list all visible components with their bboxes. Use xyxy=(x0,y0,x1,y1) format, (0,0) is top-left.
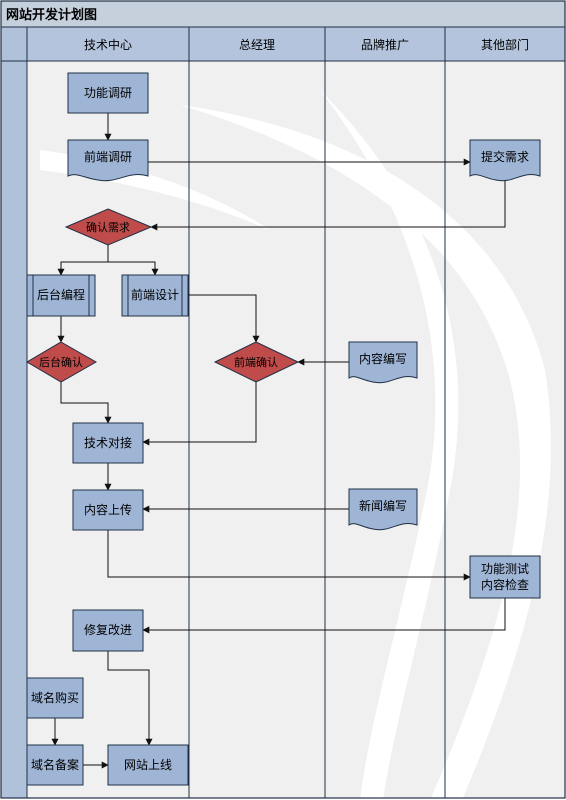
lane-label-tech: 技术中心 xyxy=(84,37,132,52)
node-label: 后台编程 xyxy=(37,287,85,302)
edge-confirm-requirements-to-backend-coding xyxy=(57,245,109,276)
node-content-upload[interactable]: 内容上传 xyxy=(72,489,144,531)
edge-content-upload-to-func-test xyxy=(107,530,471,581)
node-label: 域名购买 xyxy=(31,690,79,705)
lane-headers: 技术中心 总经理 品牌推广 其他部门 xyxy=(26,26,566,62)
lane-dividers xyxy=(1,26,565,798)
node-label: 内容上传 xyxy=(84,502,132,517)
node-backend-confirm[interactable]: 后台确认 xyxy=(26,341,98,383)
connectors xyxy=(51,113,506,769)
node-label-line2: 内容检查 xyxy=(481,577,529,592)
node-label: 确认需求 xyxy=(86,221,130,234)
node-tech-integration[interactable]: 技术对接 xyxy=(72,422,144,464)
flow-nodes: 功能调研 前端调研 提交需求 确认需求 后台编程 xyxy=(26,72,541,786)
node-label: 功能调研 xyxy=(84,86,132,100)
edge-backend-confirm-to-tech-integration xyxy=(60,382,112,424)
lane-header-brand xyxy=(324,26,446,62)
edge-frontend-design-to-frontend-confirm xyxy=(188,294,260,343)
node-label: 前端设计 xyxy=(131,287,179,302)
lane-label-gm: 总经理 xyxy=(239,38,275,52)
node-confirm-requirements[interactable]: 确认需求 xyxy=(64,208,153,246)
node-fix-improve[interactable]: 修复改进 xyxy=(72,609,144,652)
node-frontend-confirm[interactable]: 前端确认 xyxy=(213,341,300,383)
node-label: 前端确认 xyxy=(234,355,278,369)
node-news-writing[interactable]: 新闻编写 xyxy=(348,488,418,531)
lane-label-other: 其他部门 xyxy=(481,37,529,52)
node-label: 域名备案 xyxy=(31,757,79,772)
edge-fix-improve-to-site-launch xyxy=(107,651,153,746)
node-site-launch[interactable]: 网站上线 xyxy=(107,744,189,786)
node-backend-coding[interactable]: 后台编程 xyxy=(26,274,96,317)
node-func-test[interactable]: 功能测试 内容检查 xyxy=(469,555,541,599)
node-submit-requirements[interactable]: 提交需求 xyxy=(469,139,541,182)
node-frontend-research[interactable]: 前端调研 xyxy=(67,139,149,182)
node-label: 提交需求 xyxy=(481,149,529,164)
node-domain-purchase[interactable]: 域名购买 xyxy=(26,677,84,719)
edge-func-test-to-fix-improve xyxy=(142,598,506,634)
lane-label-brand: 品牌推广 xyxy=(361,38,409,52)
node-label: 修复改进 xyxy=(84,622,132,637)
diagram-title: 网站开发计划图 xyxy=(6,7,97,23)
node-frontend-design[interactable]: 前端设计 xyxy=(121,274,189,317)
node-func-research[interactable]: 功能调研 xyxy=(67,72,149,114)
lane-header-gm xyxy=(188,26,326,62)
node-label-line1: 功能测试 xyxy=(481,561,529,576)
left-pool-strip xyxy=(1,27,27,798)
node-domain-filing[interactable]: 域名备案 xyxy=(26,744,84,786)
node-content-writing[interactable]: 内容编写 xyxy=(348,341,418,384)
edge-submit-requirements-to-confirm-requirements xyxy=(150,180,506,231)
node-label: 新闻编写 xyxy=(359,498,407,513)
node-label: 后台确认 xyxy=(39,355,83,369)
edge-frontend-confirm-to-tech-integration xyxy=(142,382,257,446)
node-label: 前端调研 xyxy=(84,149,132,164)
node-label: 网站上线 xyxy=(124,758,172,772)
node-label: 技术对接 xyxy=(84,435,132,450)
edge-confirm-requirements-to-frontend-design xyxy=(108,261,159,276)
node-label: 内容编写 xyxy=(359,351,407,366)
title-bar xyxy=(1,1,565,27)
